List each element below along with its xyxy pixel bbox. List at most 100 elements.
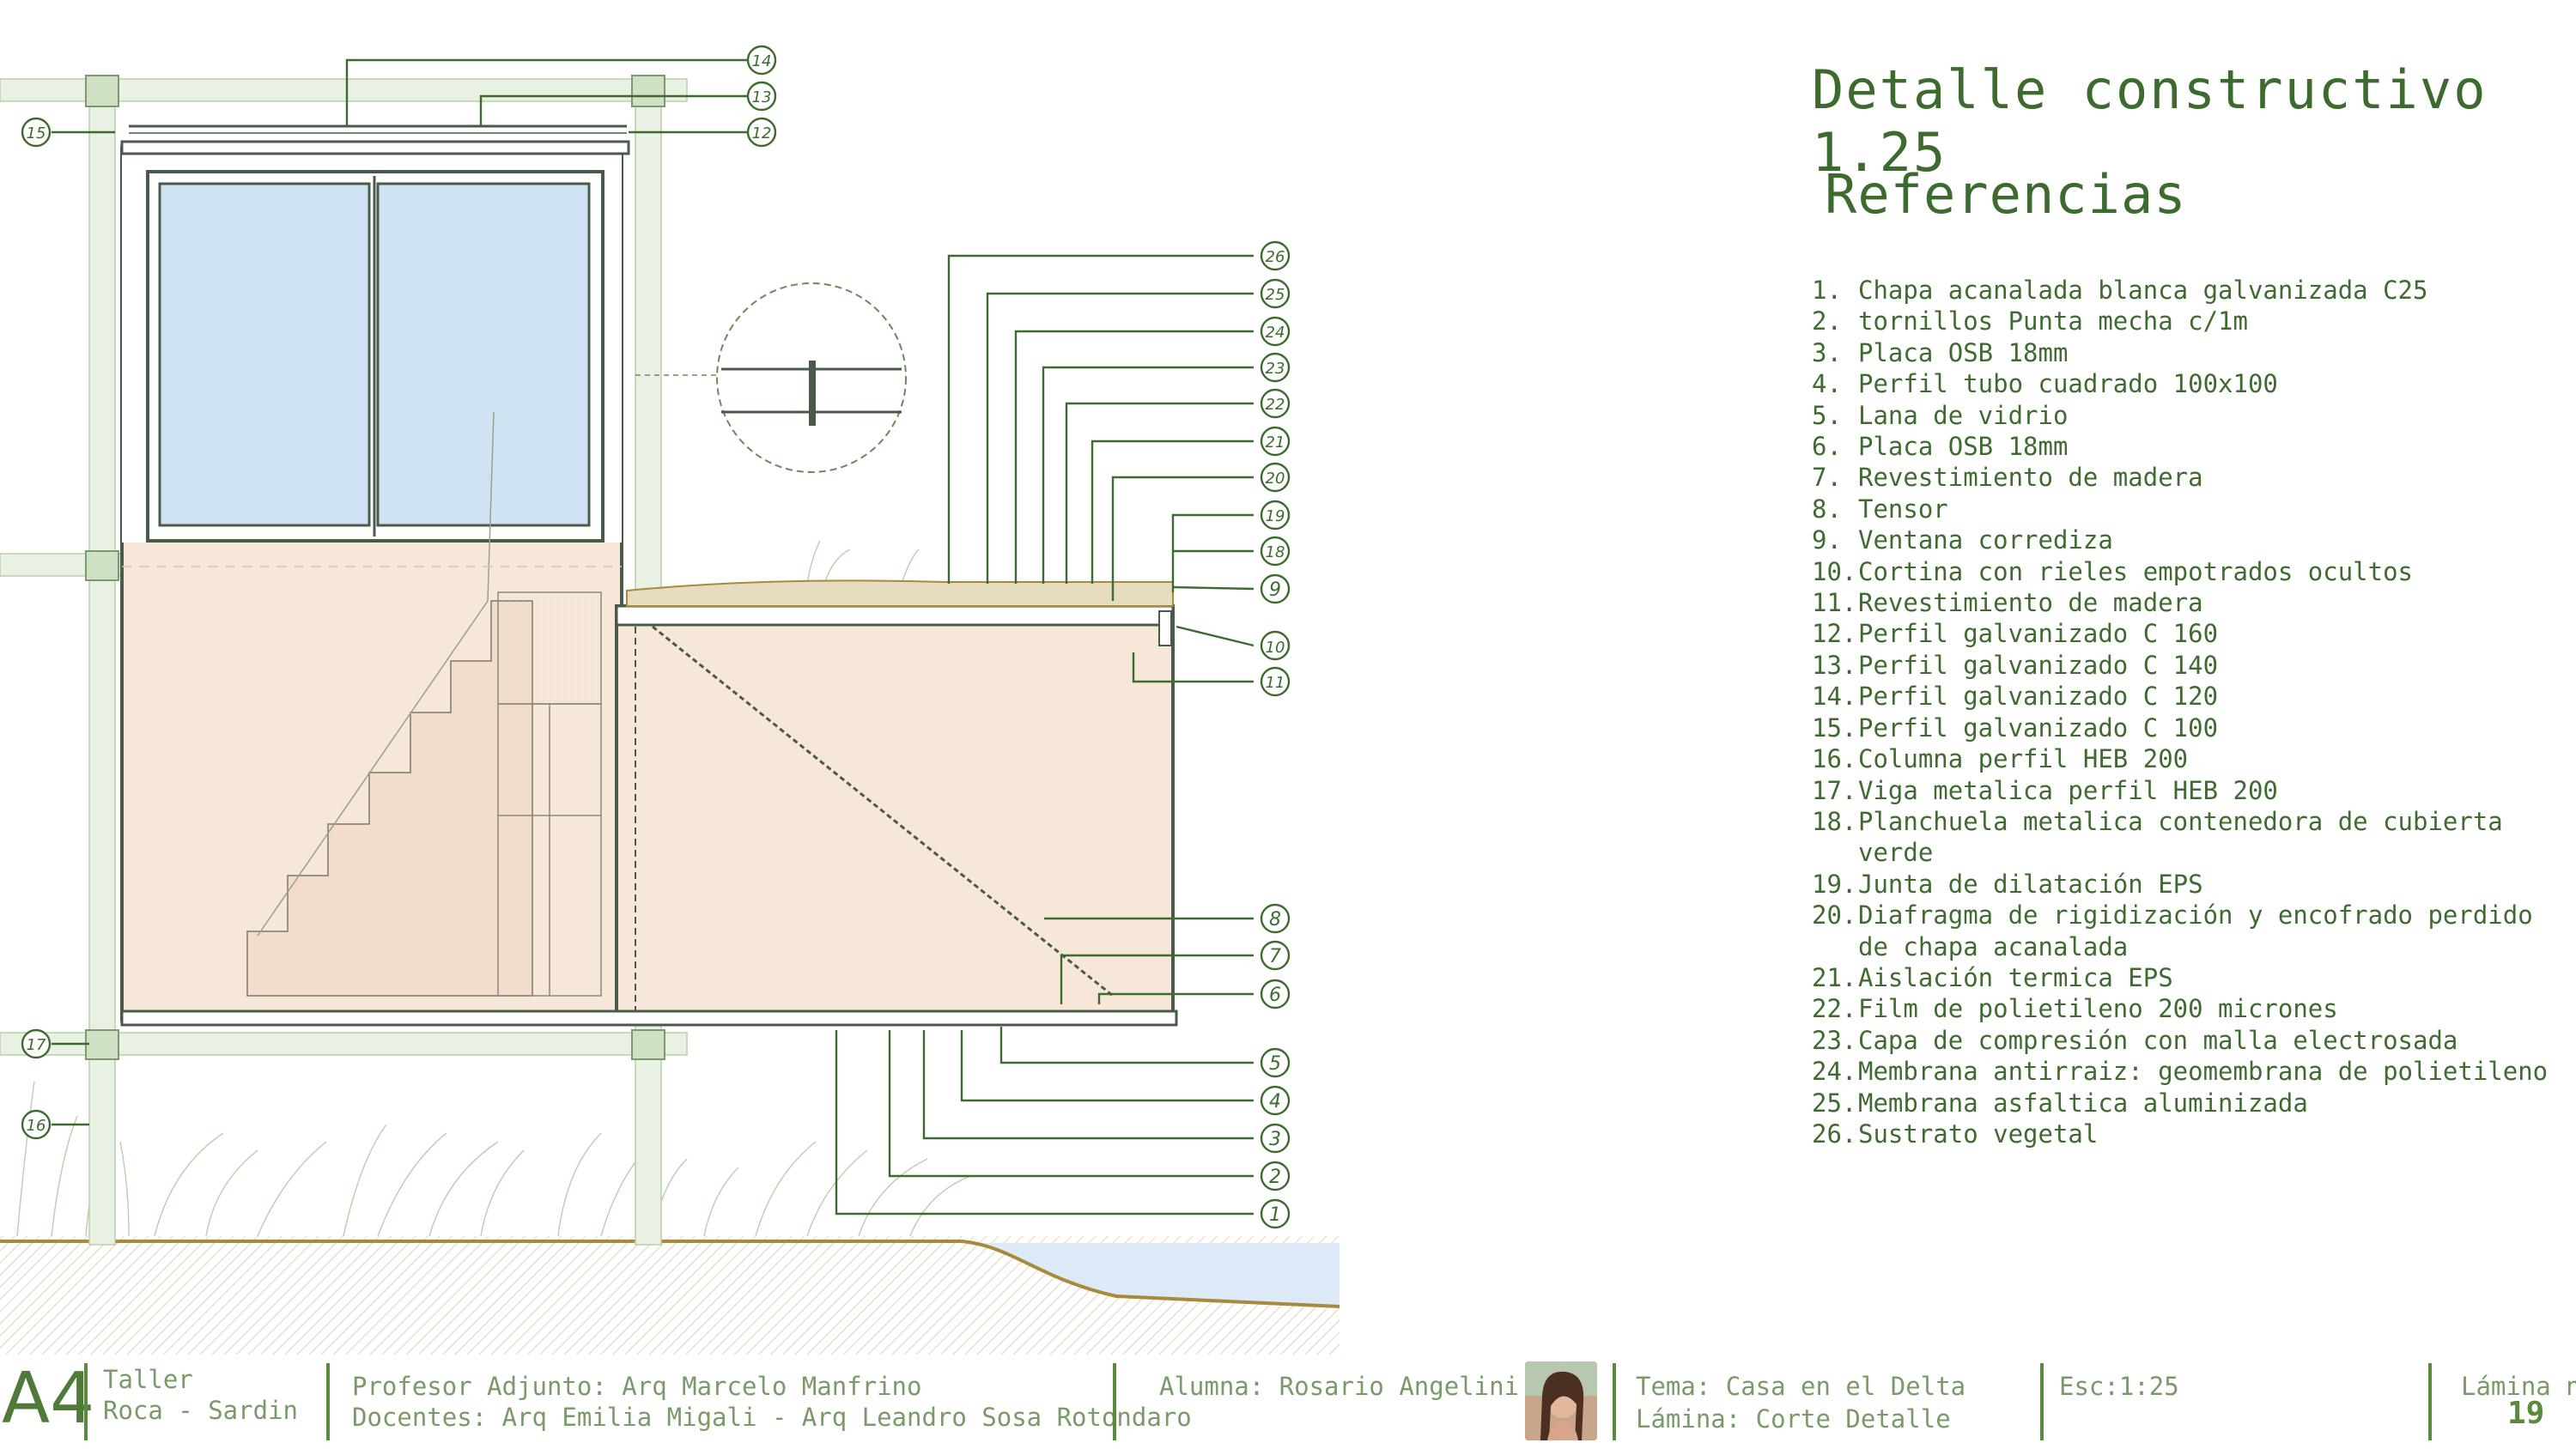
svg-text:5: 5 bbox=[1269, 1053, 1281, 1075]
svg-text:3: 3 bbox=[1269, 1129, 1281, 1150]
reference-item: 6.Placa OSB 18mm bbox=[1812, 432, 2069, 462]
vegetation bbox=[16, 540, 971, 1237]
references-list: 1.Chapa acanalada blanca galvanizada C25… bbox=[1812, 275, 2567, 1149]
callout-12: 12 bbox=[746, 117, 777, 148]
svg-text:15: 15 bbox=[27, 124, 46, 142]
reference-item: 2.tornillos Punta mecha c/1m bbox=[1812, 306, 2248, 336]
reference-item: 21.Aislación termica EPS bbox=[1812, 962, 2173, 992]
svg-text:2: 2 bbox=[1269, 1167, 1281, 1188]
svg-text:11: 11 bbox=[1266, 674, 1285, 692]
callout-7: 7 bbox=[1260, 940, 1291, 971]
cantilever-room bbox=[615, 579, 1175, 1018]
scale: Esc:1:25 bbox=[2059, 1372, 2179, 1401]
callout-1: 1 bbox=[1260, 1198, 1291, 1229]
callout-24: 24 bbox=[1260, 316, 1291, 347]
callout-6: 6 bbox=[1260, 979, 1291, 1009]
title-block-footer: A4 Taller Roca - Sardin Profesor Adjunto… bbox=[0, 1355, 2576, 1449]
docentes: Docentes: Arq Emilia Migali - Arq Leandr… bbox=[352, 1403, 1192, 1432]
callout-25: 25 bbox=[1260, 278, 1291, 309]
reference-item: 4.Perfil tubo cuadrado 100x100 bbox=[1812, 369, 2278, 399]
reference-item: 10.Cortina con rieles empotrados ocultos bbox=[1812, 556, 2414, 586]
callout-20: 20 bbox=[1260, 462, 1291, 493]
callout-15: 15 bbox=[21, 117, 52, 148]
callout-21: 21 bbox=[1260, 426, 1291, 457]
reference-item: 9.Ventana corrediza bbox=[1812, 525, 2113, 555]
callout-2: 2 bbox=[1260, 1161, 1291, 1191]
callout-23: 23 bbox=[1260, 352, 1291, 383]
lamina-name: Lámina: Corte Detalle bbox=[1636, 1404, 1951, 1434]
taller-line-2: Roca - Sardin bbox=[103, 1396, 298, 1425]
callout-markers: 1 2 3 4 5 6 7 8 9 10 11 12 13 14 15 16 1… bbox=[21, 45, 1291, 1229]
reference-item: 5.Lana de vidrio bbox=[1812, 400, 2069, 430]
svg-text:20: 20 bbox=[1266, 470, 1285, 488]
callout-14: 14 bbox=[746, 45, 777, 76]
terrain bbox=[0, 1236, 1340, 1356]
reference-item: 3.Placa OSB 18mm bbox=[1812, 337, 2069, 367]
callout-4: 4 bbox=[1260, 1085, 1291, 1116]
reference-item: 13.Perfil galvanizado C 140 bbox=[1812, 650, 2219, 680]
svg-text:13: 13 bbox=[752, 88, 772, 106]
upper-room bbox=[120, 146, 623, 1022]
callout-19: 19 bbox=[1260, 500, 1291, 530]
alumna: Alumna: Rosario Angelini bbox=[1159, 1372, 1520, 1401]
svg-text:25: 25 bbox=[1266, 286, 1285, 304]
callout-10: 10 bbox=[1260, 630, 1291, 661]
callout-8: 8 bbox=[1260, 903, 1291, 934]
svg-text:21: 21 bbox=[1266, 433, 1285, 452]
svg-text:12: 12 bbox=[752, 124, 772, 142]
footer-divider bbox=[1613, 1363, 1616, 1440]
svg-text:18: 18 bbox=[1266, 543, 1285, 561]
reference-item: 16.Columna perfil HEB 200 bbox=[1812, 744, 2189, 774]
svg-text:14: 14 bbox=[752, 52, 772, 70]
svg-text:22: 22 bbox=[1266, 396, 1285, 414]
reference-item: 14.Perfil galvanizado C 120 bbox=[1812, 682, 2219, 712]
reference-item: 23.Capa de compresión con malla electros… bbox=[1812, 1025, 2458, 1055]
profesor-adjunto: Profesor Adjunto: Arq Marcelo Manfrino bbox=[352, 1372, 922, 1401]
svg-text:10: 10 bbox=[1266, 639, 1285, 657]
reference-item: 26.Sustrato vegetal bbox=[1812, 1119, 2099, 1149]
footer-divider bbox=[2428, 1363, 2432, 1440]
svg-text:24: 24 bbox=[1266, 324, 1285, 342]
callout-13: 13 bbox=[746, 81, 777, 112]
callout-26: 26 bbox=[1260, 240, 1291, 271]
footer-divider bbox=[84, 1363, 88, 1440]
svg-text:8: 8 bbox=[1269, 909, 1281, 931]
callout-16: 16 bbox=[21, 1109, 52, 1140]
reference-item: 12.Perfil galvanizado C 160 bbox=[1812, 619, 2219, 649]
reference-item: 8.Tensor bbox=[1812, 494, 1948, 524]
leader-lines bbox=[52, 58, 1255, 1216]
reference-item: 20.Diafragma de rigidización y encofrado… bbox=[1812, 900, 2533, 961]
svg-text:16: 16 bbox=[27, 1117, 46, 1135]
reference-item: 1.Chapa acanalada blanca galvanizada C25 bbox=[1812, 276, 2428, 305]
student-photo bbox=[1525, 1361, 1597, 1440]
callout-3: 3 bbox=[1260, 1123, 1291, 1154]
reference-item: 18.Planchuela metalica contenedora de cu… bbox=[1812, 806, 2503, 868]
taller-line-1: Taller bbox=[103, 1365, 193, 1394]
svg-text:17: 17 bbox=[27, 1036, 46, 1054]
tema: Tema: Casa en el Delta bbox=[1636, 1372, 1966, 1401]
footer-divider bbox=[326, 1363, 330, 1440]
callout-5: 5 bbox=[1260, 1047, 1291, 1078]
lamina-label: Lámina n° bbox=[2461, 1372, 2576, 1401]
reference-item: 15.Perfil galvanizado C 100 bbox=[1812, 712, 2219, 743]
callout-17: 17 bbox=[21, 1028, 52, 1059]
svg-text:23: 23 bbox=[1266, 360, 1285, 378]
svg-text:4: 4 bbox=[1269, 1091, 1281, 1113]
section-detail-drawing: 1 2 3 4 5 6 7 8 9 10 11 12 13 14 15 16 1… bbox=[0, 45, 1340, 1356]
callout-18: 18 bbox=[1260, 536, 1291, 567]
callout-9: 9 bbox=[1260, 573, 1291, 604]
svg-text:9: 9 bbox=[1269, 579, 1281, 601]
floor-slab bbox=[120, 124, 1178, 1027]
reference-item: 24.Membrana antirraiz: geomembrana de po… bbox=[1812, 1057, 2549, 1087]
reference-item: 22.Film de polietileno 200 micrones bbox=[1812, 994, 2338, 1024]
zoom-detail bbox=[635, 282, 907, 473]
page-title: Detalle constructivo 1.25 bbox=[1812, 58, 2488, 184]
svg-text:26: 26 bbox=[1266, 248, 1285, 266]
svg-text:19: 19 bbox=[1266, 507, 1285, 525]
reference-item: 7.Revestimiento de madera bbox=[1812, 463, 2203, 493]
reference-item: 19.Junta de dilatación EPS bbox=[1812, 869, 2203, 899]
reference-item: 17.Viga metalica perfil HEB 200 bbox=[1812, 775, 2278, 805]
footer-divider bbox=[1113, 1363, 1116, 1440]
reference-item: 25.Membrana asfaltica aluminizada bbox=[1812, 1088, 2308, 1118]
svg-text:7: 7 bbox=[1269, 946, 1281, 967]
